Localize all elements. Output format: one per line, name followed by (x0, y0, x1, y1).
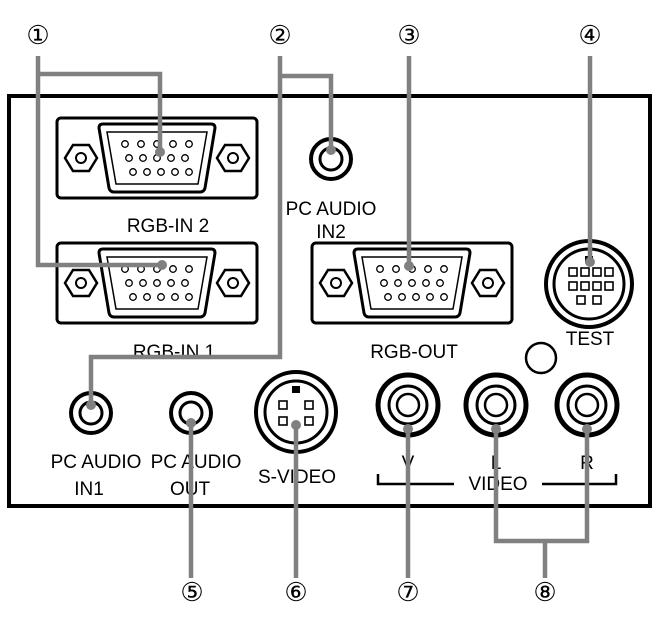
video-bracket (376, 474, 618, 486)
callout-5: ⑤ (180, 577, 203, 607)
label-pc-audio-in1-line1: PC AUDIO (51, 452, 142, 473)
label-pc-audio-in2-line2: IN2 (316, 222, 346, 243)
vga-connector-icon (310, 241, 514, 325)
rgb-out-connector[interactable] (310, 241, 514, 325)
label-rgb-out: RGB-OUT (370, 342, 458, 363)
label-rgb-in-1: RGB-IN 1 (133, 342, 215, 363)
label-rgb-in-2: RGB-IN 2 (127, 216, 209, 237)
mini-din-4-pin-icon (254, 370, 338, 454)
rgb-in-2-connector[interactable] (55, 116, 259, 200)
rgb-in-1-connector[interactable] (55, 241, 259, 325)
vga-connector-icon (55, 116, 259, 200)
test-port[interactable] (544, 239, 634, 329)
leader-lines (35, 56, 595, 578)
label-pc-audio-in2-line1: PC AUDIO (286, 199, 377, 220)
callout-1: ① (26, 20, 49, 50)
mini-din-8-pin-icon (544, 239, 634, 329)
s-video-port[interactable] (254, 370, 338, 454)
vga-connector-icon (55, 241, 259, 325)
label-pc-audio-in1-line2: IN1 (74, 479, 104, 500)
callout-2: ② (268, 20, 291, 50)
label-pc-audio-out-line1: PC AUDIO (151, 452, 242, 473)
callout-6: ⑥ (284, 577, 307, 607)
indicator-circle (524, 341, 558, 375)
callout-8: ⑧ (533, 577, 556, 607)
callout-7: ⑦ (396, 577, 419, 607)
callout-4: ④ (578, 20, 601, 50)
label-test: TEST (566, 329, 615, 350)
callout-3: ③ (397, 20, 420, 50)
